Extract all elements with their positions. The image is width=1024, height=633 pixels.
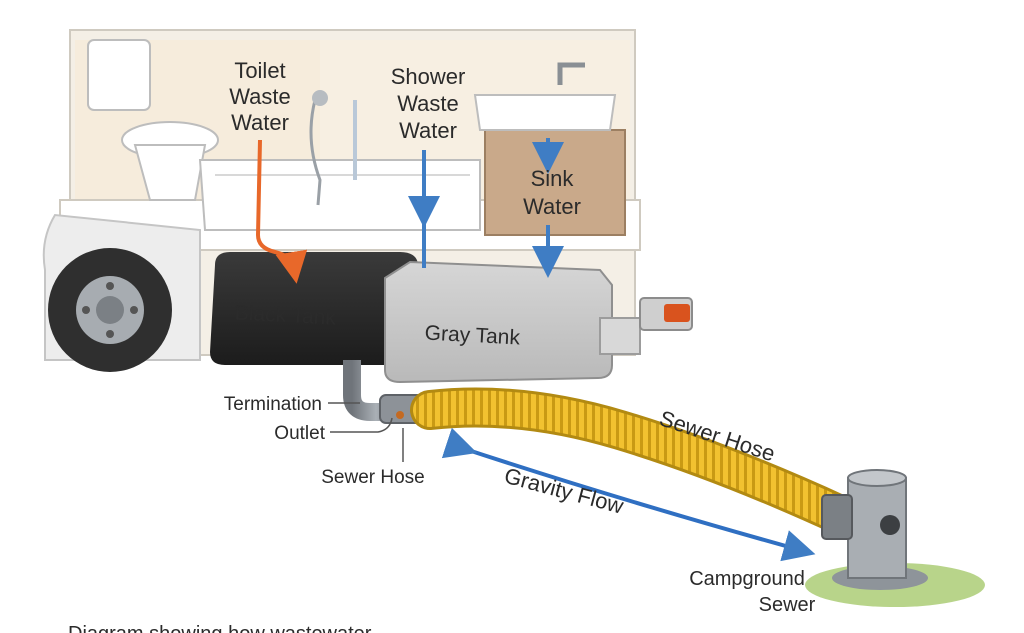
shower-label-line3: Water bbox=[399, 118, 457, 143]
campground-label-line1: Campground bbox=[689, 568, 805, 590]
sewer-hose bbox=[410, 387, 860, 535]
termination-label: Termination bbox=[224, 394, 322, 415]
toilet-label-line3: Water bbox=[231, 110, 289, 135]
sewer-pipe-icon bbox=[805, 469, 985, 607]
sink-label-line2: Water bbox=[523, 194, 581, 219]
black-tank: Black Tank bbox=[210, 252, 419, 365]
gray-tank: Gray Tank bbox=[384, 260, 613, 384]
sewer-hose-label-bottom: Sewer Hose bbox=[321, 467, 425, 488]
gray-tank-label: Gray Tank bbox=[424, 322, 521, 350]
wheel-icon bbox=[48, 248, 172, 372]
toilet-label-line1: Toilet bbox=[234, 58, 285, 83]
black-tank-label: Black Tank bbox=[234, 301, 337, 329]
outlet-label: Outlet bbox=[274, 423, 325, 444]
caption-partial: Diagram showing how wastewater... bbox=[68, 623, 387, 633]
sink-label-line1: Sink bbox=[531, 166, 575, 191]
tail-light-icon bbox=[599, 297, 693, 355]
shower-label-line1: Shower bbox=[391, 64, 466, 89]
outlet-leader bbox=[330, 417, 393, 433]
gravity-flow-arrow bbox=[441, 427, 816, 562]
campground-label-line2: Sewer bbox=[759, 594, 816, 616]
shower-label-line2: Waste bbox=[397, 91, 459, 116]
toilet-flow-arrow bbox=[255, 139, 308, 284]
gravity-flow-label: Gravity Flow bbox=[502, 463, 627, 519]
toilet-icon bbox=[87, 39, 219, 201]
toilet-label-line2: Waste bbox=[229, 84, 291, 109]
sink-icon bbox=[473, 62, 626, 236]
